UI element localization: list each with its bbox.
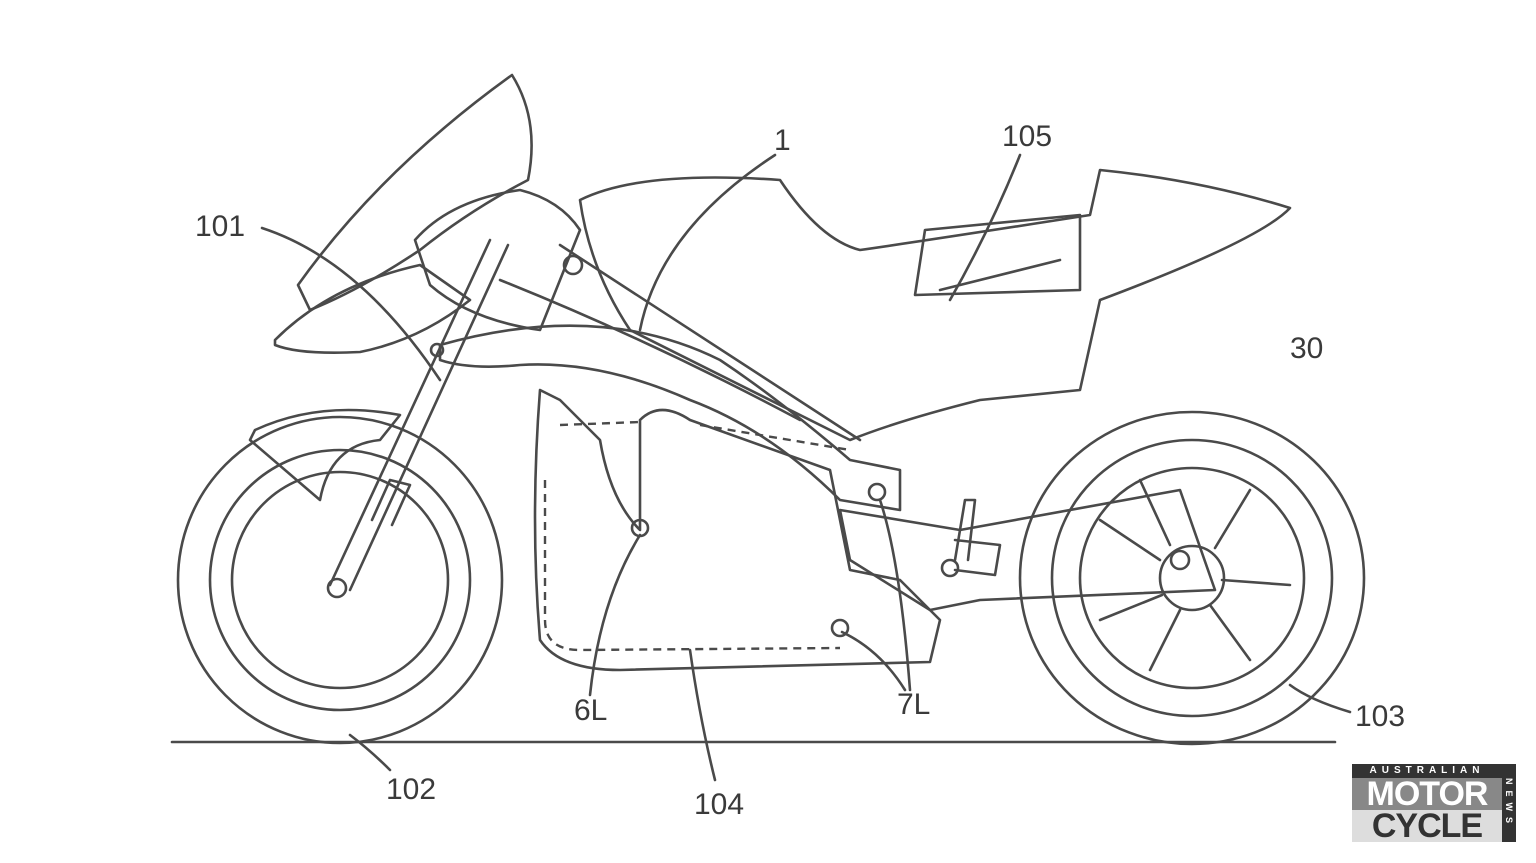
label-frame: 1: [774, 124, 791, 157]
logo-line2: CYCLE: [1352, 809, 1502, 843]
tank-seat-tail: [578, 168, 1292, 442]
label-rear-mounts: 7L: [897, 688, 931, 721]
label-front-fork: 101: [195, 210, 246, 243]
swingarm: [838, 488, 1217, 612]
label-front-mount: 6L: [574, 694, 608, 727]
label-rear-wheel: 103: [1355, 700, 1406, 733]
logo-line1: MOTOR: [1352, 777, 1502, 811]
australian-motorcycle-news-logo: AUSTRALIAN MOTOR CYCLE NEWS: [1352, 764, 1516, 843]
label-vehicle: 30: [1290, 332, 1324, 365]
front-fender: [248, 408, 402, 502]
logo-side: NEWS: [1502, 764, 1516, 842]
battery-case: [533, 388, 942, 672]
logo-top: AUSTRALIAN: [1352, 764, 1502, 778]
front-fork: [328, 238, 510, 592]
windscreen-fairing: [273, 73, 584, 358]
label-seat: 105: [1002, 120, 1053, 153]
leader-lines: [260, 153, 1352, 782]
main-frame: [438, 243, 902, 512]
front-wheel: [176, 415, 504, 745]
rear-wheel: [1018, 410, 1366, 746]
label-battery-case: 104: [694, 788, 745, 821]
label-front-wheel: 102: [386, 773, 437, 806]
